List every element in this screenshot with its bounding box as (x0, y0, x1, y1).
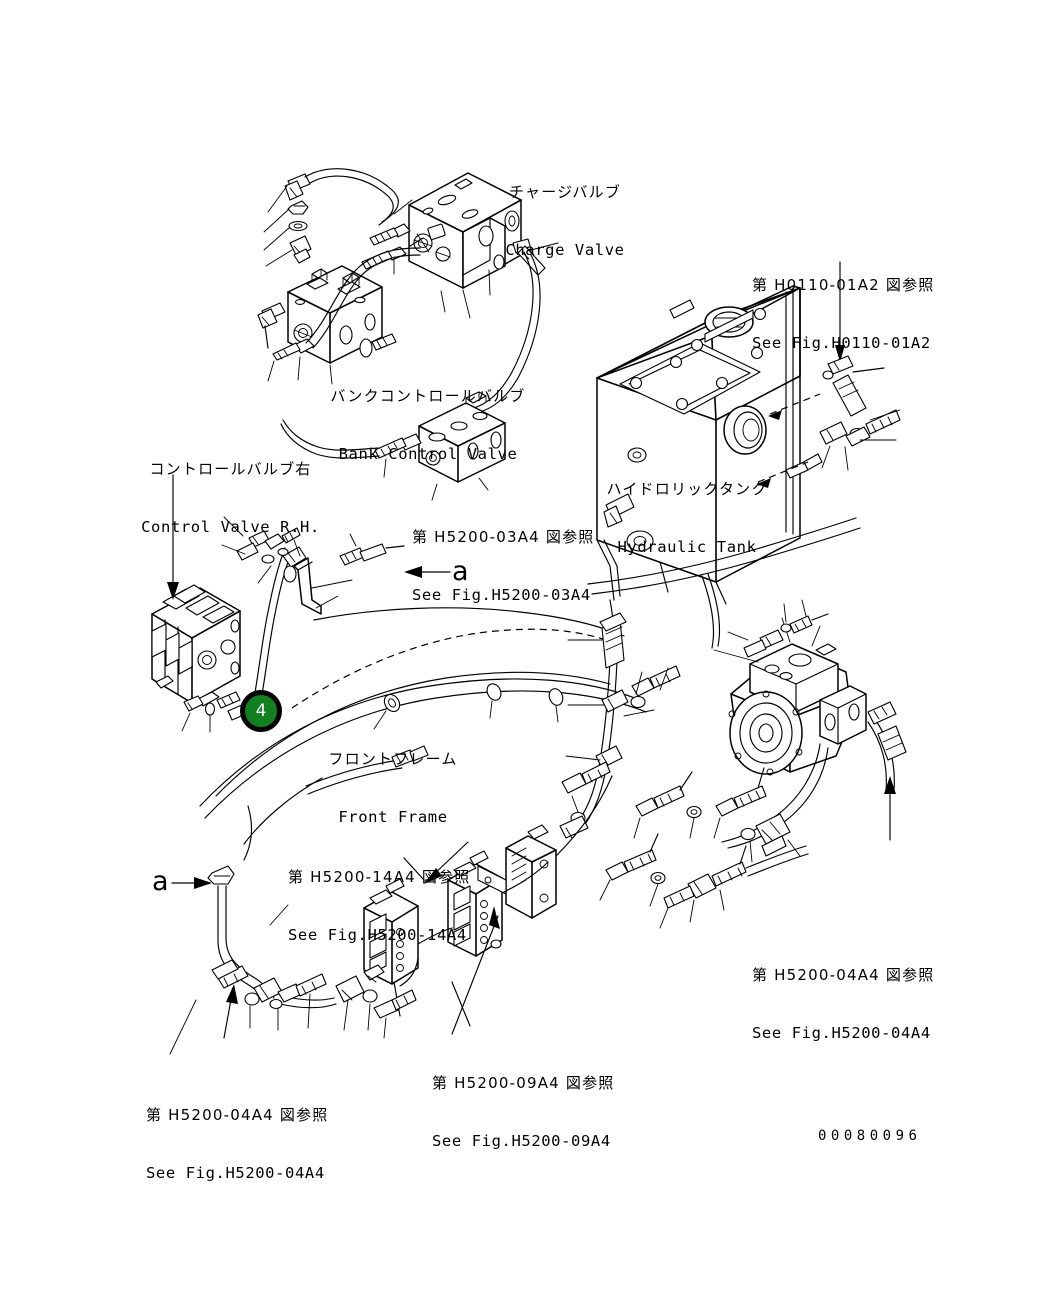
ref-h5200-14a4-jp: 第 H5200-14A4 図参照 (288, 867, 471, 886)
hose-clamp-block-right (477, 824, 557, 919)
label-front-frame-jp: フロントフレーム (328, 749, 458, 768)
pump-right-hoses (721, 701, 907, 849)
upper-clamp-bracket (221, 516, 353, 615)
control-valve-outlet-fittings (181, 691, 241, 733)
ref-h5200-14a4-en: See Fig.H5200-14A4 (288, 925, 467, 944)
label-bank-control-valve: バンクコントロールバルブ Bank Control Valve (318, 347, 538, 504)
label-charge-valve: チャージバルブ Charge Valve (470, 143, 660, 300)
hose-charge-to-bank-upper (304, 168, 399, 223)
ref-h5200-04a4-left-jp: 第 H5200-04A4 図参照 (146, 1105, 329, 1124)
hydraulic-pump-body (713, 617, 867, 776)
leader-h5200-09a4 (451, 981, 471, 1027)
hose-charge-to-lower-block (473, 251, 534, 409)
hose-clamp-block-left (363, 878, 419, 985)
label-control-valve-rh-en: Control Valve R.H. (141, 517, 320, 536)
hose-controlvalve-to-bracket (251, 547, 286, 710)
hose-clamp-block-middle (447, 850, 503, 957)
label-hydraulic-tank: ハイドロリックタンク Hydraulic Tank (592, 440, 782, 597)
leader-h5200-14a4 (403, 857, 425, 881)
section-mark-lower: a (152, 866, 169, 897)
control-valve-rh-body (151, 584, 241, 707)
callout-4-number: 4 (255, 701, 267, 721)
frame-clamps (305, 683, 564, 795)
hose-bank-to-charge (305, 247, 421, 344)
lower-right-fittings (599, 767, 809, 929)
ref-h5200-04a4-right-jp: 第 H5200-04A4 図参照 (752, 965, 935, 984)
ref-h0110-01a2-jp: 第 H0110-01A2 図参照 (752, 275, 935, 294)
callout-4[interactable]: 4 (240, 690, 282, 732)
section-arrow-upper (339, 533, 451, 578)
clamp-block-hoses (399, 775, 613, 987)
label-front-frame-en: Front Frame (338, 807, 448, 826)
ref-h5200-09a4-jp: 第 H5200-09A4 図参照 (432, 1073, 615, 1092)
ref-h0110-01a2-en: See Fig.H0110-01A2 (752, 333, 931, 352)
charge-valve-fittings (361, 223, 424, 270)
reference-leaders (403, 261, 841, 1027)
hydraulic-tank-body (587, 285, 861, 661)
charge-valve-body (408, 172, 522, 289)
bank-control-valve-leaders (267, 356, 333, 385)
ref-h5200-03a4-en: See Fig.H5200-03A4 (412, 585, 591, 604)
label-hydraulic-tank-jp: ハイドロリックタンク (606, 479, 768, 498)
label-control-valve-rh-jp: コントロールバルブ右 (149, 459, 312, 478)
pump-top-fittings (727, 599, 829, 658)
label-charge-valve-jp: チャージバルブ (508, 182, 622, 201)
drawing-number: 00080096 (818, 1128, 922, 1144)
ref-h5200-09a4-en: See Fig.H5200-09A4 (432, 1131, 611, 1150)
ref-h5200-03a4: 第 H5200-03A4 図参照 See Fig.H5200-03A4 (412, 488, 595, 645)
ref-h5200-03a4-jp: 第 H5200-03A4 図参照 (412, 527, 595, 546)
centre-vertical-hose (559, 612, 681, 839)
ref-h5200-04a4-right-en: See Fig.H5200-04A4 (752, 1023, 931, 1042)
charge-valve-leaders (393, 199, 491, 319)
ref-h0110-01a2: 第 H0110-01A2 図参照 See Fig.H0110-01A2 (752, 236, 935, 393)
bank-control-valve-body (257, 265, 397, 364)
label-charge-valve-en: Charge Valve (505, 240, 625, 259)
loose-fittings-upper-left (263, 173, 312, 267)
ref-h5200-04a4-right: 第 H5200-04A4 図参照 See Fig.H5200-04A4 (752, 926, 935, 1083)
valve-block-h5200-03a4 (374, 391, 506, 501)
ref-h5200-14a4: 第 H5200-14A4 図参照 See Fig.H5200-14A4 (288, 828, 471, 985)
control-valve-arrow (167, 474, 179, 600)
ref-h5200-04a4-left-en: See Fig.H5200-04A4 (146, 1163, 325, 1182)
label-bank-control-valve-jp: バンクコントロールバルブ (330, 386, 526, 405)
front-frame (199, 607, 647, 861)
label-hydraulic-tank-en: Hydraulic Tank (617, 537, 757, 556)
label-bank-control-valve-en: Bank Control Valve (338, 444, 518, 463)
clamp-block-arrows (393, 841, 500, 1035)
tank-right-fittings (757, 281, 901, 488)
ref-h5200-09a4: 第 H5200-09A4 図参照 See Fig.H5200-09A4 (432, 1034, 615, 1191)
lower-left-tube (169, 865, 417, 1055)
ref-h5200-04a4-left: 第 H5200-04A4 図参照 See Fig.H5200-04A4 (146, 1066, 329, 1223)
hose-03a4-to-controlvalve (282, 419, 379, 451)
label-front-frame: フロントフレーム Front Frame (308, 710, 478, 867)
label-control-valve-rh: コントロールバルブ右 Control Valve R.H. (138, 420, 323, 577)
section-mark-upper: a (452, 556, 469, 587)
